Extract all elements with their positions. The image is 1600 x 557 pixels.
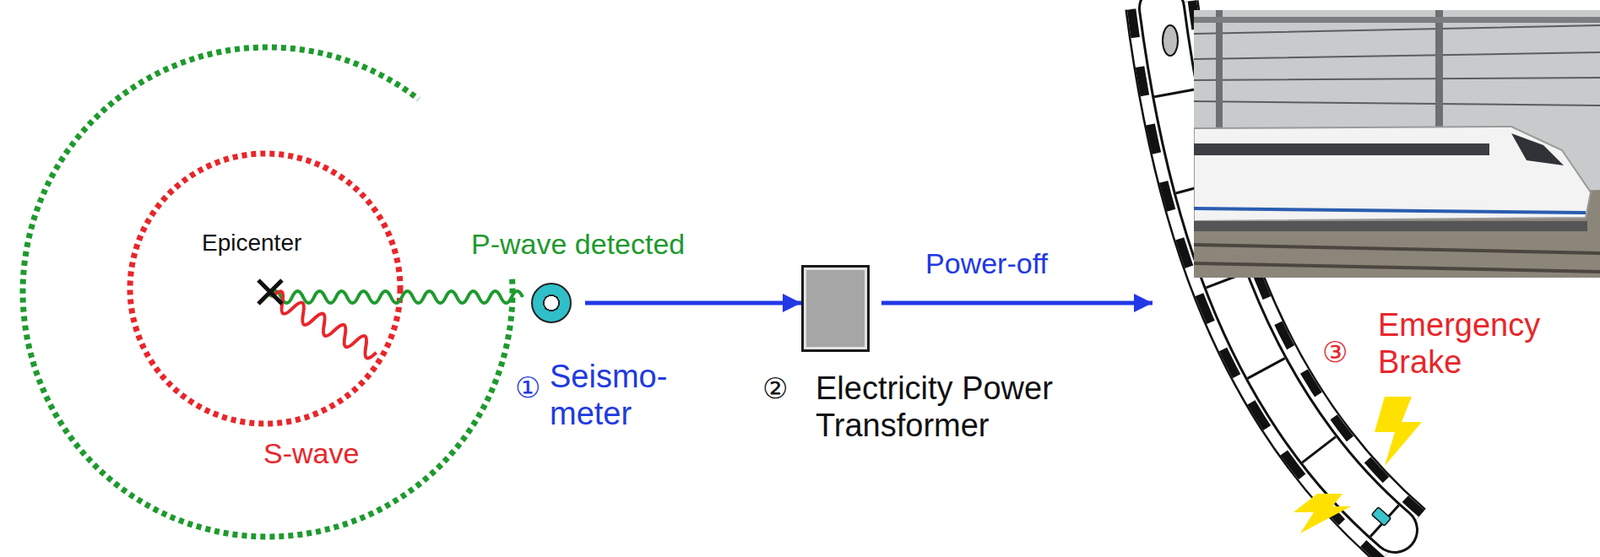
signal-arrow [585, 301, 802, 306]
brake-label-holder: Emergency Brake [1377, 307, 1573, 381]
transformer-label: Electricity Power Transformer [815, 370, 1069, 445]
blue-stripe [1193, 208, 1586, 213]
callout-number-holder: ① [515, 371, 541, 405]
mast [1215, 10, 1223, 137]
pantograph [1162, 25, 1178, 56]
train-body-photo [1193, 126, 1591, 222]
windshield [1511, 133, 1564, 166]
gantry [1193, 16, 1600, 23]
rails [1193, 244, 1600, 272]
callout-number: ① [515, 371, 541, 405]
epicenter-mark [258, 280, 283, 304]
edge-label: Power-off [925, 247, 1048, 281]
callout-number-holder: ② [762, 372, 788, 406]
p-wave [270, 291, 523, 304]
power-transformer: Electricity Power Transformer [801, 265, 870, 353]
mast [1435, 10, 1443, 137]
epicenter-label-holder: Epicenter [201, 229, 302, 257]
epicenter-label: Epicenter [201, 229, 302, 257]
edge-label-holder: Power-off [925, 247, 1048, 281]
signal-arrow [881, 301, 1153, 306]
seismometer: Seismo- meter [531, 282, 572, 324]
lightning-bolt [1374, 396, 1422, 467]
p-wave-front [22, 47, 513, 537]
s-wave [267, 288, 381, 361]
p-wave-label-holder: P-wave detected [471, 227, 685, 261]
window-band [1193, 143, 1490, 156]
p-wave-label: P-wave detected [471, 227, 685, 261]
lightning-bolt [1293, 493, 1351, 534]
brake-label: Emergency Brake [1377, 307, 1573, 381]
callout-number: ③ [1322, 336, 1348, 369]
callout-number: ② [762, 372, 788, 406]
overhead-wires [1193, 25, 1600, 106]
s-wave-front [130, 153, 401, 424]
photo-sky [1193, 10, 1600, 278]
bogie-band [1193, 221, 1588, 232]
s-wave-label: S-wave [263, 437, 359, 471]
s-wave-label-holder: S-wave [263, 437, 359, 471]
callout-number-holder: ③ [1322, 336, 1348, 369]
driver-window [1372, 507, 1392, 527]
transformer-label-holder: Electricity Power Transformer [815, 370, 1069, 445]
train: Emergency Brake [1152, 3, 1432, 553]
train-photo [1193, 10, 1600, 278]
seismometer-label-holder: Seismo- meter [549, 358, 711, 433]
seismometer-label: Seismo- meter [549, 358, 711, 433]
